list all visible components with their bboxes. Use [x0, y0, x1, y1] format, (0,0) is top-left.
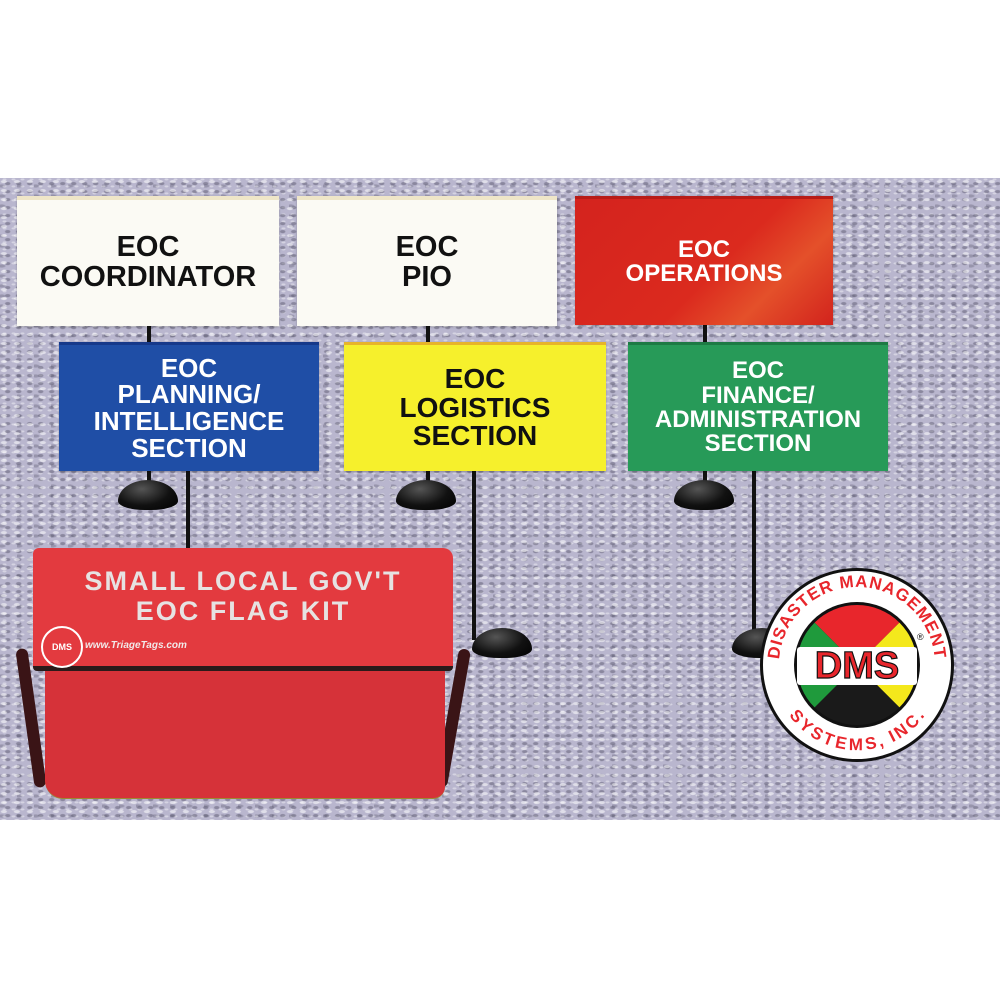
flag-eoc-pio: EOC PIO: [297, 196, 557, 326]
flag-eoc-logistics: EOC LOGISTICS SECTION: [344, 342, 606, 471]
flag-eoc-operations: EOC OPERATIONS: [575, 196, 833, 325]
flag-stand-base: [118, 480, 178, 510]
flag-label: EOC LOGISTICS SECTION: [399, 363, 551, 452]
flag-pole: [186, 460, 190, 560]
flag-stand-base: [674, 480, 734, 510]
flag-eoc-finance-administration: EOC FINANCE/ ADMINISTRATION SECTION: [628, 342, 888, 471]
bag-body: [45, 658, 445, 799]
flag-stand-base: [472, 628, 532, 658]
flag-label: EOC PLANNING/ INTELLIGENCE SECTION: [93, 352, 285, 463]
logo-center-text: DMS: [815, 645, 899, 687]
flag-label: EOC COORDINATOR: [39, 231, 257, 293]
bag-dms-logo: DMS: [41, 626, 83, 668]
flag-label: EOC FINANCE/ ADMINISTRATION SECTION: [654, 357, 862, 458]
logo-center-plate: [797, 647, 917, 685]
flag-eoc-coordinator: EOC COORDINATOR: [17, 196, 279, 326]
flag-stand-base: [396, 480, 456, 510]
flag-pole: [752, 460, 756, 640]
bag-lid: SMALL LOCAL GOV'T EOC FLAG KIT DMS www.T…: [33, 548, 453, 671]
flag-pole: [472, 460, 476, 640]
flag-label: EOC PIO: [395, 231, 459, 293]
bag-title: SMALL LOCAL GOV'T EOC FLAG KIT: [84, 566, 402, 627]
flag-label: EOC OPERATIONS: [625, 235, 783, 287]
flag-eoc-planning-intelligence: EOC PLANNING/ INTELLIGENCE SECTION: [59, 342, 319, 471]
dms-logo: DISASTER MANAGEMENT SYSTEMS, INC. DMS ®: [760, 568, 954, 762]
bag-website-url: www.TriageTags.com: [85, 640, 187, 651]
registered-mark: ®: [917, 632, 924, 642]
flag-kit-bag: SMALL LOCAL GOV'T EOC FLAG KIT DMS www.T…: [15, 548, 472, 816]
